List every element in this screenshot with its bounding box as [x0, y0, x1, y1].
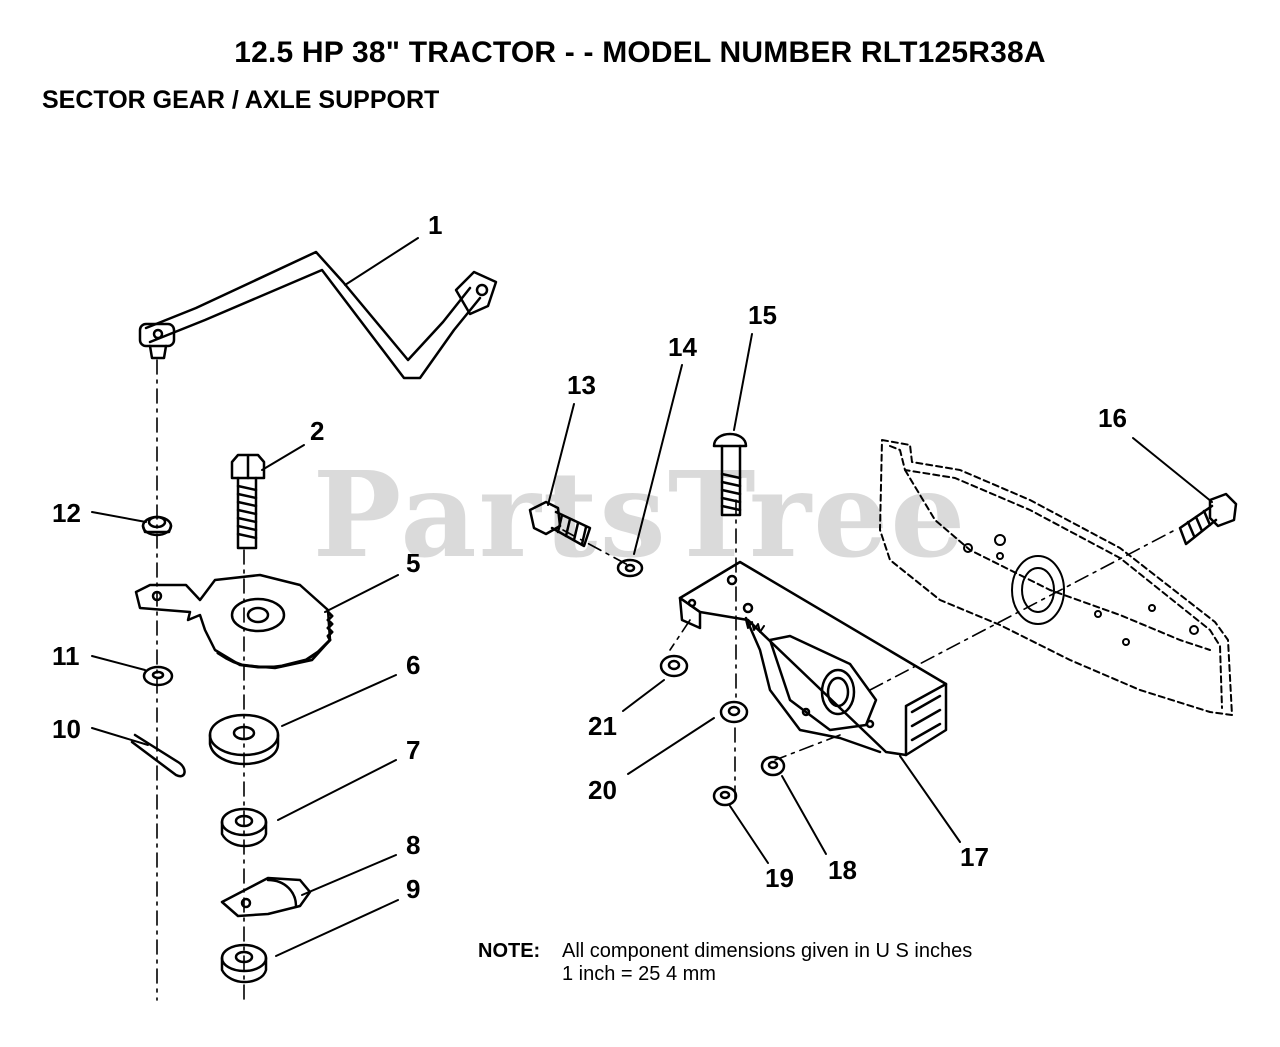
callout-16: 16	[1098, 403, 1127, 433]
drag-link	[138, 250, 498, 380]
callout-15: 15	[748, 300, 777, 330]
flat-washer-14	[616, 558, 644, 578]
cotter-pin	[130, 733, 186, 778]
dimension-note: NOTE: All component dimensions given in U…	[478, 940, 972, 986]
carriage-bolt	[712, 432, 748, 517]
axle-clip	[220, 876, 312, 918]
hex-bolt-13	[528, 500, 592, 548]
callout-17: 17	[960, 842, 989, 872]
hex-nut-21	[659, 654, 689, 678]
note-label: NOTE:	[478, 940, 541, 962]
frame-section-phantom	[879, 439, 1233, 716]
callout-13: 13	[567, 370, 596, 400]
frame-section-holes	[963, 534, 1199, 646]
note-line-2: 1 inch = 25 4 mm	[562, 963, 716, 985]
diagram-subtitle: SECTOR GEAR / AXLE SUPPORT	[42, 86, 440, 114]
callout-6: 6	[406, 650, 421, 680]
callout-21: 21	[588, 711, 617, 741]
hex-bolt-16	[1178, 492, 1238, 546]
callout-5: 5	[406, 548, 421, 578]
small-nut	[142, 665, 174, 687]
flange-nut	[141, 515, 173, 537]
leader-lines	[91, 237, 1213, 957]
callout-11: 11	[52, 641, 80, 671]
callout-7: 7	[406, 735, 421, 765]
thick-washer	[208, 713, 280, 766]
hex-nut-7	[220, 807, 268, 848]
callout-14: 14	[668, 332, 697, 362]
diagram-title: 12.5 HP 38" TRACTOR - - MODEL NUMBER RLT…	[234, 36, 1046, 69]
callout-12: 12	[52, 498, 81, 528]
hex-nut-20	[719, 700, 749, 724]
hex-bolt	[230, 453, 266, 550]
callout-10: 10	[52, 714, 81, 744]
axle-support-bracket	[678, 560, 948, 757]
callout-19: 19	[765, 863, 794, 893]
callout-9: 9	[406, 874, 421, 904]
callout-8: 8	[406, 830, 421, 860]
note-line-1: All component dimensions given in U S in…	[562, 940, 973, 962]
parts-tree-watermark: PartsTree	[312, 445, 968, 584]
callout-1: 1	[428, 210, 443, 240]
callout-2: 2	[310, 416, 325, 446]
hex-nut-9	[220, 943, 268, 984]
hex-nut-19	[712, 785, 738, 807]
hex-nut-18	[760, 755, 786, 777]
sector-gear	[134, 573, 334, 670]
callout-20: 20	[588, 775, 617, 805]
callout-18: 18	[828, 855, 857, 885]
